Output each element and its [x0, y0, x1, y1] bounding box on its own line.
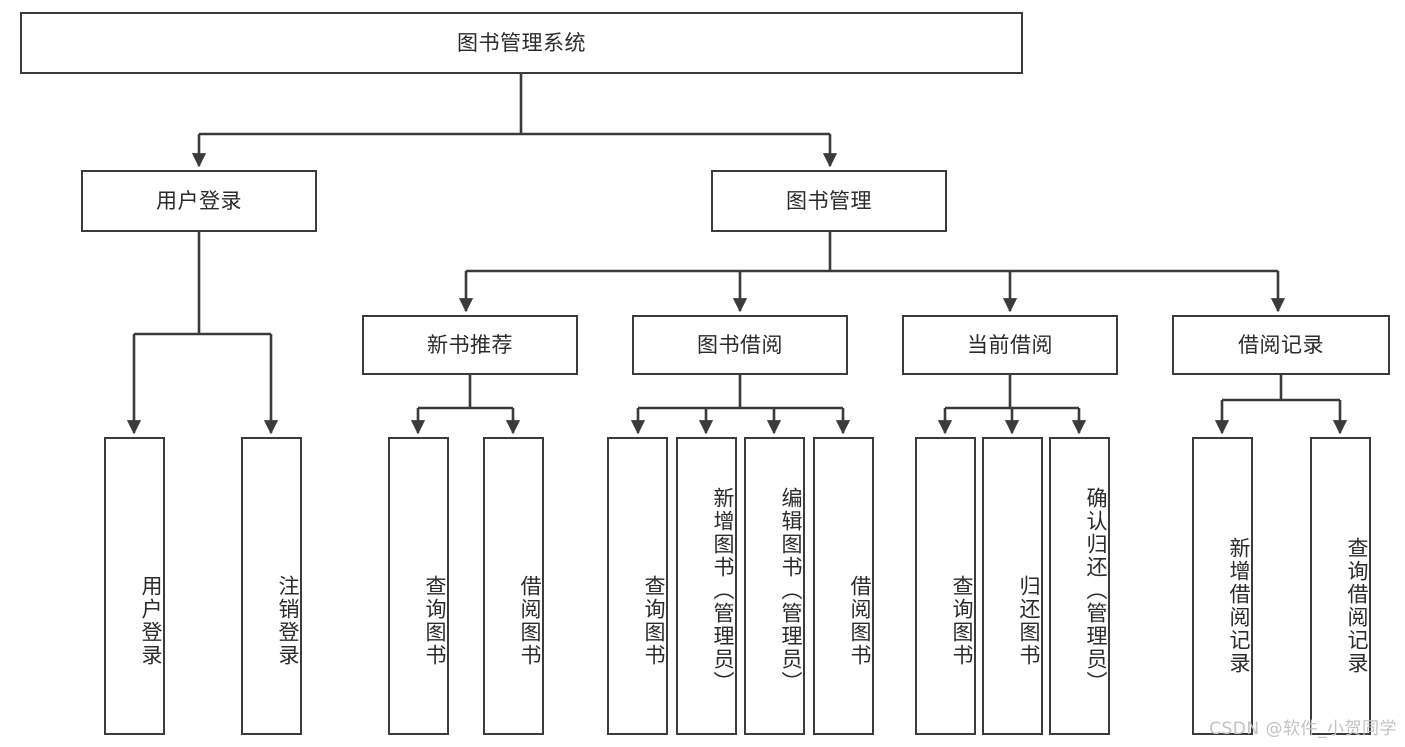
- node-label: 查询图书: [423, 575, 447, 667]
- node-label: 图书管理: [786, 188, 872, 213]
- node-label: 查询图书: [642, 575, 666, 667]
- leaf-return-book[interactable]: 归还图书: [982, 437, 1043, 735]
- node-label: 查询借阅记录: [1345, 537, 1369, 675]
- node-label: 注销登录: [276, 575, 300, 667]
- node-label: 当前借阅: [967, 332, 1053, 357]
- node-label: 图书借阅: [697, 332, 783, 357]
- leaf-query-book-newbook[interactable]: 查询图书: [388, 437, 449, 735]
- node-label: 用户登录: [139, 575, 163, 667]
- node-label: 新增借阅记录: [1227, 537, 1251, 675]
- leaf-add-book-admin[interactable]: 新增图书（管理员）: [676, 437, 737, 735]
- node-label: 归还图书: [1017, 575, 1041, 667]
- leaf-logout[interactable]: 注销登录: [241, 437, 302, 735]
- node-root-system[interactable]: 图书管理系统: [20, 12, 1023, 74]
- node-book-management[interactable]: 图书管理: [711, 170, 947, 232]
- node-new-book-recommend[interactable]: 新书推荐: [362, 315, 578, 375]
- node-label: 借阅图书: [518, 575, 542, 667]
- node-label: 查询图书: [950, 575, 974, 667]
- node-user-login[interactable]: 用户登录: [81, 170, 317, 232]
- node-label: 确认归还（管理员）: [1084, 486, 1108, 694]
- leaf-user-login[interactable]: 用户登录: [104, 437, 165, 735]
- node-label: 用户登录: [156, 188, 242, 213]
- leaf-query-book-borrow[interactable]: 查询图书: [607, 437, 668, 735]
- node-book-borrow[interactable]: 图书借阅: [632, 315, 848, 375]
- leaf-borrow-book[interactable]: 借阅图书: [813, 437, 874, 735]
- leaf-confirm-return-admin[interactable]: 确认归还（管理员）: [1049, 437, 1110, 735]
- node-label: 新书推荐: [427, 332, 513, 357]
- node-current-borrow[interactable]: 当前借阅: [902, 315, 1118, 375]
- node-label: 借阅图书: [848, 575, 872, 667]
- leaf-add-borrow-record[interactable]: 新增借阅记录: [1192, 437, 1253, 735]
- leaf-query-borrow-record[interactable]: 查询借阅记录: [1310, 437, 1371, 735]
- leaf-edit-book-admin[interactable]: 编辑图书（管理员）: [744, 437, 805, 735]
- node-label: 新增图书（管理员）: [711, 486, 735, 694]
- node-label: 借阅记录: [1238, 332, 1324, 357]
- node-borrow-records[interactable]: 借阅记录: [1172, 315, 1390, 375]
- node-label: 图书管理系统: [457, 30, 586, 55]
- leaf-query-book-current[interactable]: 查询图书: [915, 437, 976, 735]
- leaf-borrow-book-newbook[interactable]: 借阅图书: [483, 437, 544, 735]
- node-label: 编辑图书（管理员）: [779, 486, 803, 694]
